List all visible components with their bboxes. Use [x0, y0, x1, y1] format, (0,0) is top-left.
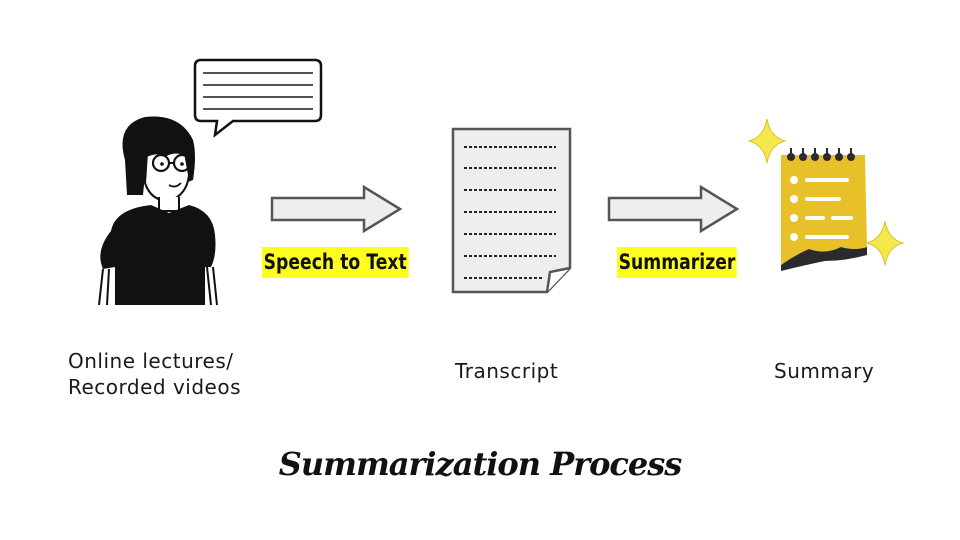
speech-bubble-icon [193, 58, 323, 138]
step-label-source-line2: Recorded videos [68, 375, 242, 399]
arrow-label-speech-to-text: Speech to Text [262, 247, 409, 278]
step-label-source: Online lectures/ Recorded videos [68, 348, 241, 400]
transcript-document-icon [451, 127, 572, 294]
arrow-label-summarizer: Summarizer [617, 247, 738, 278]
step-label-summary: Summary [774, 359, 875, 383]
right-arrow-icon [270, 185, 403, 234]
notepad-summary-icon [747, 118, 905, 271]
right-arrow-icon [607, 185, 740, 234]
person-speaking-illustration [98, 58, 323, 306]
diagram-title: Summarization Process [278, 445, 683, 483]
step-label-transcript: Transcript [455, 359, 559, 383]
step-label-source-line1: Online lectures/ [68, 349, 234, 373]
sparkle-icon [747, 118, 787, 164]
sparkle-icon [865, 220, 905, 266]
